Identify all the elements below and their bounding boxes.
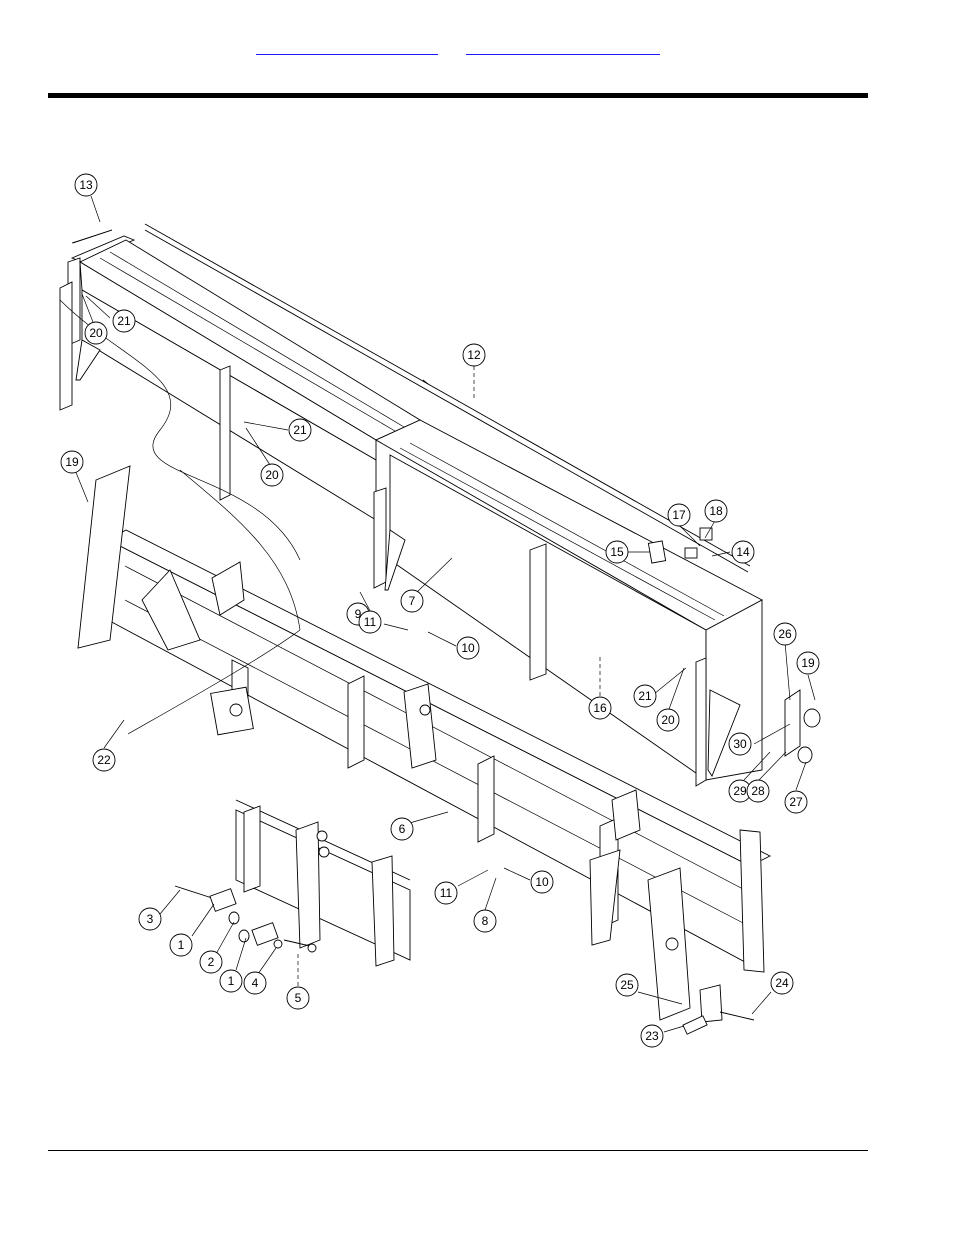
callout-label: 11 [440,886,453,900]
callout-label: 9 [355,607,362,621]
callout-label: 3 [147,912,154,926]
callout-label: 20 [89,326,103,340]
callout-10b: 10 [530,870,554,894]
callout-label: 13 [79,178,93,192]
callout-17: 17 [667,503,691,527]
callout-label: 25 [620,978,634,992]
callout-label: 22 [97,753,111,767]
callout-label: 12 [467,348,481,362]
callout-21a: 21 [112,309,136,333]
callout-12: 12 [462,343,486,367]
callout-label: 21 [293,423,307,437]
callout-label: 20 [265,468,279,482]
callout-label: 17 [672,508,686,522]
callout-label: 29 [733,784,747,798]
callout-29: 29 [728,779,752,803]
callout-11b: 11 [434,881,458,905]
callout-30: 30 [728,732,752,756]
callout-20a: 20 [84,321,108,345]
callout-label: 18 [709,504,723,518]
callout-label: 16 [593,701,607,715]
callout-label: 8 [482,914,489,928]
callout-label: 21 [638,689,652,703]
callout-16: 16 [588,696,612,720]
callout-20b: 20 [260,463,284,487]
callout-4: 4 [243,971,267,995]
callout-3: 3 [138,907,162,931]
leader-lines [74,195,816,1033]
callout-label: 30 [733,737,747,751]
callout-label: 21 [117,314,131,328]
callout-label: 4 [252,976,259,990]
callout-25: 25 [615,973,639,997]
callout-label: 19 [801,656,815,670]
callout-label: 28 [751,784,765,798]
hopper-box [59,223,821,787]
callout-label: 10 [461,641,475,655]
callout-20c: 20 [656,708,680,732]
header-link-left[interactable] [256,38,438,55]
callout-label: 23 [645,1029,659,1043]
callout-26: 26 [773,622,797,646]
callout-19a: 19 [60,450,84,474]
callout-1a: 1 [169,933,193,957]
callout-7: 7 [400,589,424,613]
callout-27: 27 [784,790,808,814]
callout-label: 1 [178,938,185,952]
callout-label: 7 [409,594,416,608]
callout-18: 18 [704,499,728,523]
callout-label: 10 [535,875,549,889]
footer-rule [48,1150,868,1151]
callout-14: 14 [731,540,755,564]
callout-22: 22 [92,748,116,772]
callout-28: 28 [746,779,770,803]
callout-2: 2 [199,950,223,974]
callout-label: 14 [736,545,750,559]
callout-13: 13 [74,173,98,197]
header-rule [48,93,868,98]
detail-inset [174,799,411,967]
callout-23: 23 [640,1024,664,1048]
callout-21c: 21 [633,684,657,708]
callout-19b: 19 [796,651,820,675]
callout-21b: 21 [288,418,312,442]
callout-label: 1 [228,974,235,988]
callout-label: 20 [661,713,675,727]
callout-label: 26 [778,627,792,641]
callout-label: 24 [775,976,789,990]
callout-5: 5 [286,986,310,1010]
callout-6: 6 [390,817,414,841]
callout-label: 19 [65,455,79,469]
callout-label: 2 [208,955,215,969]
callout-10a: 10 [456,636,480,660]
header-link-right[interactable] [466,38,660,55]
callout-label: 5 [295,991,302,1005]
callout-24: 24 [770,971,794,995]
callout-label: 15 [610,545,624,559]
callout-1b: 1 [219,969,243,993]
callout-15: 15 [605,540,629,564]
lower-frame [59,299,772,1035]
callout-8: 8 [473,909,497,933]
callout-label: 6 [399,822,406,836]
callout-11a: 11 [358,610,382,634]
callout-label: 27 [789,795,803,809]
callout-label: 11 [364,615,377,629]
